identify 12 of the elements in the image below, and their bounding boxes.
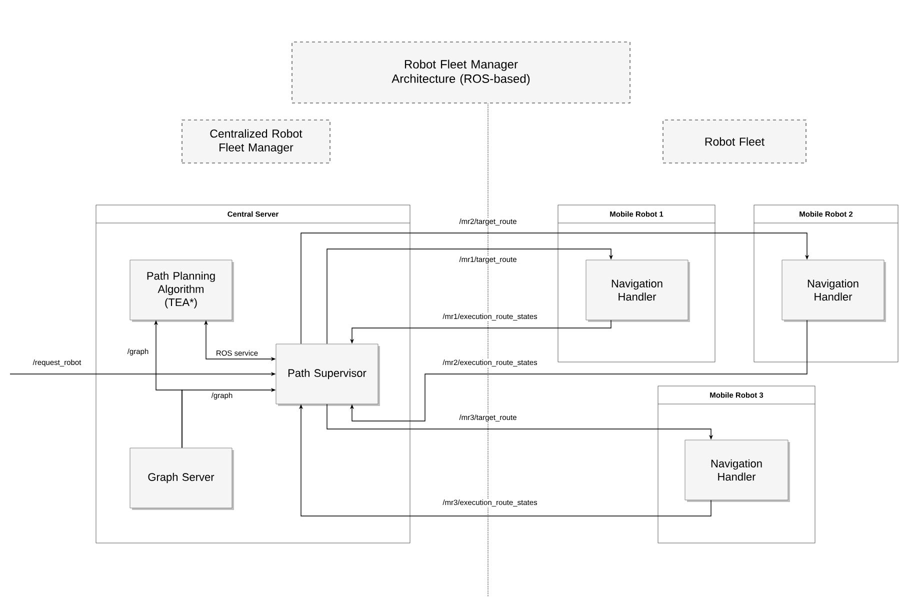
process-box: Navigation Handler (684, 440, 790, 502)
heading-box: Robot Fleet Manager Architecture (ROS-based) (292, 42, 630, 104)
process-box: Navigation Handler (782, 260, 886, 322)
process-box: Path Supervisor (276, 344, 380, 406)
process-box: Path Planning Algorithm (TEA*) (130, 260, 234, 322)
heading-box: Robot Fleet (662, 120, 806, 164)
arrow (326, 248, 614, 344)
arrow (350, 320, 808, 422)
heading-box: Centralized Robot Fleet Manager (182, 120, 330, 164)
process-box: Navigation Handler (586, 260, 690, 322)
process-box: Graph Server (130, 448, 234, 510)
arrow (300, 232, 810, 344)
